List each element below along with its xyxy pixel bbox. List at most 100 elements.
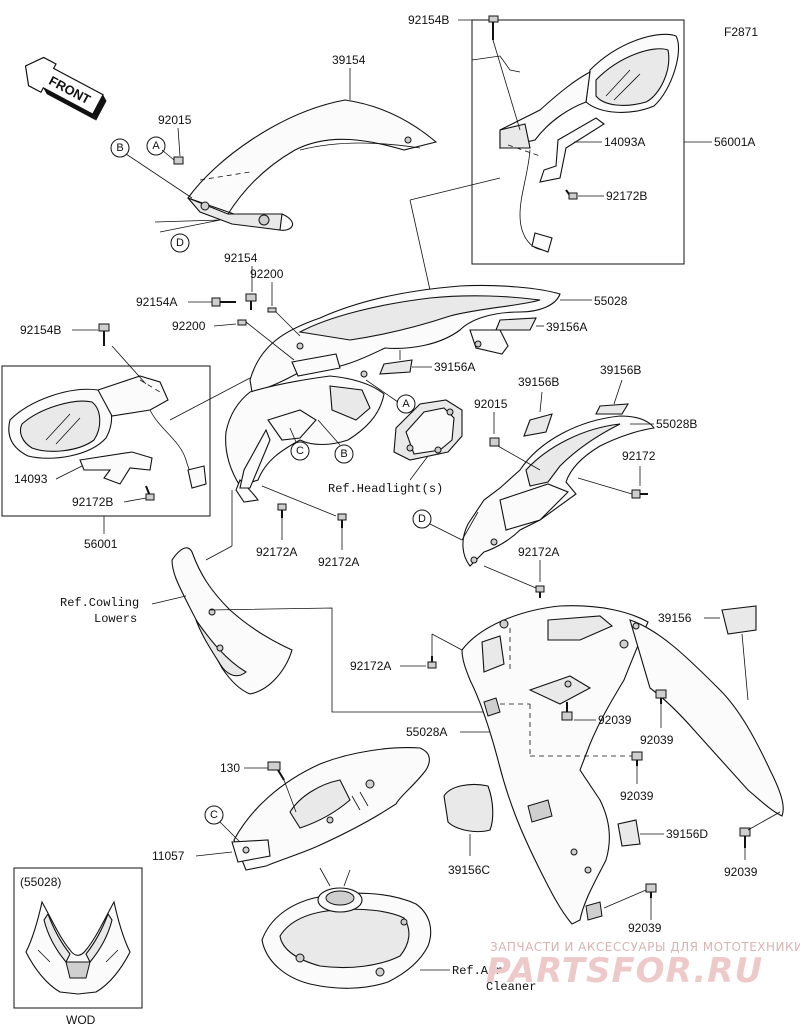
label-55028: 55028 (594, 294, 628, 308)
label-39156: 39156 (658, 611, 692, 625)
label-14093A: 14093A (604, 135, 645, 149)
callout-c-bottom: C (204, 805, 224, 825)
svg-text:A: A (402, 398, 410, 410)
label-55028B: 55028B (656, 417, 697, 431)
tape-39156A-mid-icon (379, 359, 413, 375)
callout-d-mid: D (412, 509, 432, 529)
side-cowl-ref-part (171, 547, 293, 695)
screw-92172A-1-icon (277, 503, 287, 518)
label-92039-1: 92039 (598, 713, 632, 727)
label-ref-cowling-1: Ref.Cowling (60, 596, 139, 610)
inset-code-label: WOD (66, 1013, 96, 1027)
label-ref-air-2: Cleaner (486, 980, 536, 994)
label-92039-3: 92039 (620, 789, 654, 803)
bolt-92154B-top-icon (488, 15, 499, 40)
screw-92172B-top-icon (565, 189, 578, 200)
inner-cowl-part (462, 415, 655, 567)
clip-92039-4-icon (739, 827, 751, 848)
callout-b-top: B (110, 138, 130, 158)
label-56001A: 56001A (714, 135, 755, 149)
label-39156B-1: 39156B (518, 375, 559, 389)
svg-text:C: C (296, 445, 304, 457)
screw-92172A-2-icon (337, 513, 347, 528)
label-92172B-left: 92172B (72, 495, 113, 509)
label-39156C: 39156C (448, 863, 490, 877)
watermark-logo: PARTSFOR.RU (486, 951, 763, 991)
label-11057: 11057 (152, 849, 185, 863)
label-ref-air-1: Ref.Air (452, 964, 502, 978)
tape-39156D-icon (617, 819, 641, 847)
label-ref-headlight: Ref.Headlight(s) (328, 482, 443, 496)
callout-b-mid: B (334, 444, 354, 464)
label-92172A-3: 92172A (518, 545, 559, 559)
label-39154: 39154 (332, 53, 366, 67)
bolt-92154A-icon (211, 297, 236, 307)
label-56001: 56001 (84, 537, 118, 551)
label-92172B-top: 92172B (606, 189, 647, 203)
label-92172A-1: 92172A (256, 545, 297, 559)
grommet-92015-mid-icon (489, 437, 500, 447)
inset-frame (13, 867, 143, 1009)
label-39156D: 39156D (666, 827, 708, 841)
bolt-92154B-left-icon (98, 323, 110, 346)
label-55028A: 55028A (406, 725, 447, 739)
tape-39156C-icon (443, 783, 494, 833)
label-92039-2: 92039 (640, 733, 674, 747)
inset-ref-label: (55028) (20, 875, 61, 889)
label-39156A-top: 39156A (546, 320, 587, 334)
upper-cowl-part (225, 284, 561, 503)
headlight-ref-part (393, 399, 463, 461)
callout-d-top: D (170, 233, 190, 253)
svg-text:D: D (418, 513, 426, 525)
svg-text:A: A (152, 140, 160, 152)
windshield-part (187, 99, 438, 231)
headlight-bracket-part (239, 409, 317, 489)
air-cleaner-ref-part (261, 867, 432, 989)
screw-92172B-left-icon (145, 485, 155, 501)
label-92154: 92154 (224, 251, 258, 265)
label-92039-4: 92039 (724, 865, 758, 879)
label-39156A-mid: 39156A (434, 360, 475, 374)
screw-92172A-4-icon (427, 656, 437, 669)
clip-92039-3-icon (631, 751, 643, 766)
screw-92172A-3-icon (535, 585, 545, 598)
clip-92039-2-icon (655, 689, 667, 704)
label-92039-5: 92039 (628, 921, 662, 935)
label-92172-right: 92172 (622, 449, 656, 463)
label-130: 130 (220, 761, 240, 775)
clip-92039-1-icon (561, 702, 573, 721)
grommet-92015-icon (173, 156, 184, 165)
callout-a-mid: A (396, 394, 416, 414)
callout-a-top: A (146, 136, 166, 156)
label-92200-top: 92200 (250, 267, 284, 281)
tape-39156B-2-icon (595, 403, 630, 415)
svg-text:C: C (210, 809, 218, 821)
washer-92200-mid-icon (237, 319, 247, 326)
figure-code: F2871 (724, 25, 758, 39)
tape-39156-icon (721, 605, 757, 635)
label-92172A-4: 92172A (350, 659, 391, 673)
inner-duct-part (231, 747, 430, 871)
middle-cowl-part (461, 605, 784, 925)
label-39156B-2: 39156B (600, 363, 641, 377)
label-92154B-left: 92154B (20, 323, 61, 337)
label-92015-top: 92015 (158, 113, 192, 127)
screw-92154-icon (245, 293, 257, 310)
label-92154A: 92154A (136, 295, 177, 309)
label-92200-mid: 92200 (172, 319, 206, 333)
mirror-assy-frame-left (1, 365, 211, 517)
front-arrow-icon: FRONT (24, 56, 107, 121)
watermark-tagline: ЗАПЧАСТИ И АКСЕССУАРЫ ДЛЯ МОТОТЕХНИКИ (490, 940, 800, 954)
label-92015-mid: 92015 (474, 397, 508, 411)
svg-text:B: B (116, 142, 123, 154)
tape-39156A-top-icon (495, 317, 537, 331)
callout-c-mid: C (290, 441, 310, 461)
label-14093: 14093 (14, 472, 48, 486)
clip-92039-5-icon (645, 883, 657, 898)
mirror-right-part (499, 33, 680, 253)
tape-39156B-1-icon (523, 413, 553, 437)
washer-92200-top-icon (267, 307, 277, 313)
label-92172A-2: 92172A (318, 555, 359, 569)
screw-92172-right-icon (631, 489, 648, 499)
